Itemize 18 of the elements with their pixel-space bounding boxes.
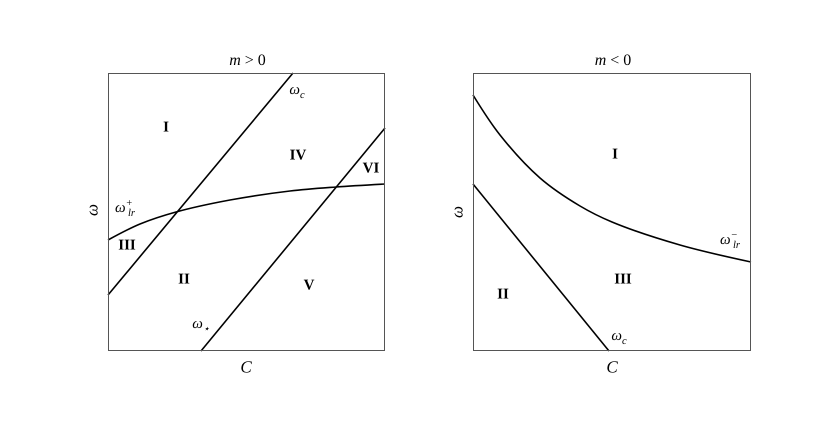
region-label: I: [612, 148, 618, 162]
region-label: VI: [362, 162, 380, 176]
curve-label: ω$_{c}$: [289, 82, 305, 102]
axis-label: C: [606, 358, 618, 376]
region-label: IV: [290, 148, 306, 164]
curve-label: ω$_{c}$: [611, 328, 627, 348]
panel-title: m < 0: [594, 53, 632, 69]
region-label: III: [614, 272, 632, 288]
panel-title: m > 0: [229, 53, 266, 69]
axis-label: ω: [448, 206, 466, 218]
region-label: I: [163, 120, 169, 136]
axis-label: ω: [84, 204, 100, 216]
region-label: III: [118, 238, 136, 254]
region-label: II: [178, 272, 190, 288]
axis-label: C: [240, 358, 252, 376]
region-label: V: [304, 278, 314, 294]
region-label: II: [497, 288, 509, 302]
curve-label: ω$_{⋆}$: [192, 316, 210, 336]
